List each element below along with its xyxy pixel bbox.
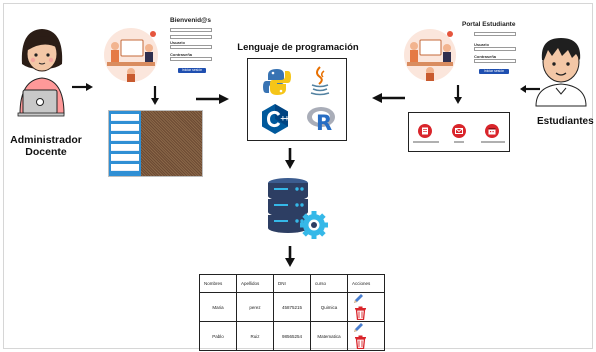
- arrow-database-to-table: [284, 246, 296, 268]
- cell-curso: Matematica: [310, 321, 348, 351]
- admin-sidebar: [109, 111, 141, 176]
- student-portal-title: Portal Estudiante: [462, 21, 516, 28]
- python-logo: [262, 67, 292, 102]
- admin-user-input[interactable]: [170, 45, 212, 49]
- student-role-select[interactable]: [474, 32, 516, 36]
- student-option-icon[interactable]: [485, 124, 499, 143]
- admin-avatar: [14, 22, 70, 118]
- svg-text:+: +: [284, 115, 290, 123]
- cell-nombre: Pablo: [199, 321, 237, 351]
- arrow-student-to-language: [371, 92, 405, 104]
- arrow-login-to-student-panel: [453, 85, 463, 105]
- cell-acciones: [347, 321, 385, 351]
- student-option-icon[interactable]: [418, 124, 432, 143]
- arrow-admin-to-language: [196, 93, 230, 105]
- arrow-admin-to-login: [72, 82, 94, 92]
- admin-role-label: Administrador Docente: [6, 134, 86, 158]
- admin-dashboard-screenshot: [108, 110, 203, 177]
- student-option-caption: [454, 141, 464, 143]
- admin-login-button[interactable]: Iniciar sesión: [178, 68, 206, 73]
- table-header-row: Nombres Apellidos DNI curso Acciones: [199, 274, 385, 293]
- database-gear-icon: [262, 177, 332, 246]
- admin-role-line2: Docente: [25, 146, 67, 158]
- svg-text:+: +: [280, 115, 286, 123]
- admin-role-select-2[interactable]: [170, 35, 212, 39]
- trash-icon[interactable]: [354, 306, 367, 321]
- sidebar-item[interactable]: [111, 134, 139, 141]
- table-row: Pablo Ruiz 98565254 Matematica: [199, 321, 385, 351]
- student-login-form: Usuario Contraseña Iniciar sesión: [474, 32, 520, 80]
- student-option-caption: [481, 141, 505, 143]
- header-curso: curso: [310, 274, 348, 293]
- header-dni: DNI: [273, 274, 311, 293]
- student-user-label: Usuario: [474, 42, 489, 47]
- language-title: Lenguaje de programación: [237, 42, 359, 53]
- sidebar-item[interactable]: [111, 144, 139, 151]
- student-password-label: Contraseña: [474, 54, 497, 59]
- student-role-label: Estudiantes: [537, 116, 594, 127]
- language-logos-box: + + R: [247, 58, 347, 141]
- header-acciones: Acciones: [347, 274, 385, 293]
- arrow-student-to-login: [520, 84, 540, 94]
- header-apellidos: Apellidos: [236, 274, 274, 293]
- admin-content-area: [141, 111, 202, 176]
- cell-dni: 98565254: [273, 321, 311, 351]
- student-avatar: [534, 34, 588, 110]
- student-dashboard-screenshot: [408, 112, 510, 152]
- sidebar-item[interactable]: [111, 124, 139, 131]
- admin-role-select[interactable]: [170, 28, 212, 32]
- student-password-input[interactable]: [474, 59, 516, 63]
- cell-apellido: perez: [236, 292, 274, 322]
- arrow-login-to-panel: [150, 86, 160, 106]
- student-login-illustration: [397, 27, 463, 83]
- students-table: Nombres Apellidos DNI curso Acciones Mar…: [199, 274, 385, 351]
- cell-dni: 45875215: [273, 292, 311, 322]
- student-user-input[interactable]: [474, 47, 516, 51]
- admin-role-line1: Administrador: [10, 134, 82, 146]
- student-option-icon[interactable]: [452, 124, 466, 143]
- cell-curso: Quimica: [310, 292, 348, 322]
- admin-welcome-title: Bienvenid@s: [170, 17, 212, 24]
- java-logo: [308, 65, 332, 102]
- sidebar-item[interactable]: [111, 114, 139, 121]
- cplusplus-logo: + +: [260, 103, 290, 140]
- pencil-icon[interactable]: [352, 322, 364, 335]
- admin-login-form: Usuario Contraseña Iniciar sesión: [170, 28, 216, 78]
- cell-apellido: Ruiz: [236, 321, 274, 351]
- student-option-caption: [413, 141, 439, 143]
- sidebar-item[interactable]: [111, 164, 139, 171]
- r-logo: R: [306, 105, 338, 138]
- trash-icon[interactable]: [354, 335, 367, 350]
- table-row: Maria perez 45875215 Quimica: [199, 292, 385, 322]
- admin-user-label: Usuario: [170, 40, 185, 45]
- cell-nombre: Maria: [199, 292, 237, 322]
- arrow-language-to-database: [284, 148, 296, 170]
- admin-login-illustration: [95, 26, 167, 84]
- admin-password-input[interactable]: [170, 57, 212, 61]
- header-nombres: Nombres: [199, 274, 237, 293]
- svg-text:R: R: [316, 111, 332, 133]
- sidebar-item[interactable]: [111, 154, 139, 161]
- student-login-button[interactable]: Iniciar sesión: [479, 69, 509, 74]
- pencil-icon[interactable]: [352, 293, 364, 306]
- admin-password-label: Contraseña: [170, 52, 193, 57]
- cell-acciones: [347, 292, 385, 322]
